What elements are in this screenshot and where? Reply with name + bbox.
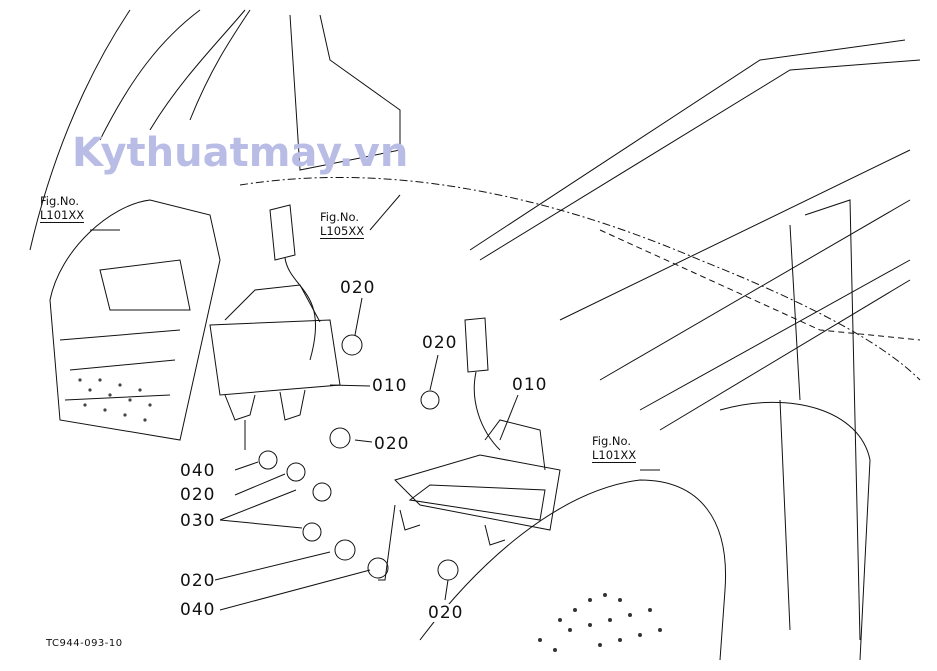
figure-ref-left: Fig.No. L101XX	[40, 194, 85, 223]
part-label: 020	[340, 278, 376, 298]
figure-ref-prefix: Fig.No.	[40, 194, 80, 208]
part-label: 020	[428, 603, 464, 623]
part-label: 040	[180, 600, 216, 620]
drawing-id: TC944-093-10	[46, 638, 123, 649]
part-label: 030	[180, 511, 216, 531]
part-label: 020	[180, 571, 216, 591]
figure-ref-code: L101XX	[592, 448, 637, 463]
part-label: 020	[374, 434, 410, 454]
watermark: Kythuatmay.vn	[72, 130, 409, 176]
figure-ref-code: L105XX	[320, 224, 365, 239]
part-label: 020	[180, 485, 216, 505]
figure-ref-prefix: Fig.No.	[592, 434, 632, 448]
figure-ref-code: L101XX	[40, 208, 85, 223]
part-label: 040	[180, 461, 216, 481]
part-label: 010	[372, 376, 408, 396]
part-label: 010	[512, 375, 548, 395]
figure-ref-prefix: Fig.No.	[320, 210, 360, 224]
figure-ref-right: Fig.No. L101XX	[592, 434, 637, 463]
figure-ref-center: Fig.No. L105XX	[320, 210, 365, 239]
part-label: 020	[422, 333, 458, 353]
